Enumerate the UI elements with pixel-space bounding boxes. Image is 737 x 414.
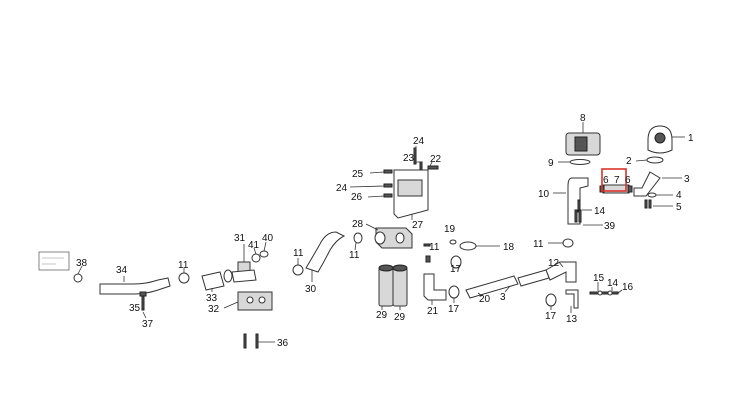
part-8-housing [565, 122, 601, 156]
callout-29-right: 29 [394, 312, 406, 323]
part-2-seal-ring [635, 156, 664, 164]
part-33-hose-segment [201, 269, 257, 292]
callout-11-right: 11 [533, 239, 544, 250]
callout-19: 19 [444, 224, 456, 235]
callout-7: 7 [614, 175, 620, 186]
part-20-long-hose [465, 269, 550, 299]
callout-11-left: 11 [178, 260, 189, 271]
part-12-elbow-hose [545, 261, 577, 283]
callout-11-center: 11 [429, 242, 440, 253]
part-15-16-bolt-set [589, 282, 623, 296]
part-28-valve-body [365, 223, 413, 249]
part-27-bracket-plate [393, 169, 429, 220]
part-6-7-connector [599, 184, 633, 194]
callout-37: 37 [142, 319, 154, 330]
callout-40: 40 [262, 233, 274, 244]
part-39-bolts [574, 209, 603, 226]
callout-5: 5 [676, 202, 682, 213]
callout-16: 16 [622, 282, 634, 293]
part-22-23-24-bolts-top [413, 146, 439, 171]
part-1-air-filter-cap [647, 125, 685, 154]
part-31-41-40-valve [237, 241, 269, 273]
callout-25: 25 [352, 169, 364, 180]
part-5-bolts [644, 199, 673, 209]
callout-13: 13 [566, 314, 578, 325]
callout-26: 26 [351, 192, 363, 203]
callout-24-left: 24 [336, 183, 348, 194]
part-21-elbow [423, 273, 447, 305]
callout-21: 21 [427, 306, 439, 317]
part-36-bolts [243, 333, 275, 349]
callout-10: 10 [538, 189, 550, 200]
part-11-clamp-a [548, 238, 574, 248]
part-17-ring-c [450, 255, 462, 269]
part-11-clamp-c [353, 232, 363, 251]
callout-17-upper: 17 [450, 264, 462, 275]
part-3-curved-hose [633, 171, 682, 197]
callout-18: 18 [503, 242, 515, 253]
callout-28: 28 [352, 219, 364, 230]
callout-32: 32 [208, 304, 220, 315]
part-17-ring-b [448, 285, 460, 303]
part-11-clamp-e [178, 268, 190, 284]
callout-8: 8 [580, 113, 586, 124]
callout-20: 20 [479, 294, 491, 305]
part-13-bracket [565, 289, 579, 313]
callout-34: 34 [116, 265, 128, 276]
part-11-clamp-d [292, 258, 304, 276]
callout-6-right: 6 [625, 175, 631, 186]
callout-33: 33 [206, 293, 218, 304]
callout-11-hose: 11 [293, 248, 304, 259]
part-4-clamp [647, 192, 673, 198]
callout-2: 2 [626, 156, 632, 167]
callout-15: 15 [593, 273, 605, 284]
highlight-box-part-7 [601, 168, 627, 192]
part-32-manifold [223, 291, 273, 311]
callout-14-upper: 14 [594, 206, 606, 217]
callout-9: 9 [548, 158, 554, 169]
callout-4: 4 [676, 190, 682, 201]
callout-22: 22 [430, 154, 442, 165]
callout-36: 36 [277, 338, 289, 349]
callout-3: 3 [684, 174, 690, 185]
part-10-elbow-pipe [553, 177, 589, 225]
part-29-filters [378, 264, 408, 310]
note-box [38, 251, 70, 271]
part-19-18-clamp [449, 239, 500, 251]
part-34-long-hose [99, 276, 171, 295]
part-30-curved-hose [305, 231, 346, 282]
callouts: 1 2 3 4 5 6 7 6 8 9 10 14 39 11 12 15 14… [76, 113, 694, 349]
callout-12: 12 [548, 258, 560, 269]
callout-3-middle: 3 [500, 292, 506, 303]
callout-24-top: 24 [413, 136, 425, 147]
callout-38: 38 [76, 258, 88, 269]
callout-39: 39 [604, 221, 616, 232]
part-17-ring-a [545, 293, 557, 310]
callout-29-left: 29 [376, 310, 388, 321]
callout-11-valve: 11 [349, 250, 360, 261]
callout-17-middle: 17 [448, 304, 460, 315]
callout-6-left: 6 [603, 175, 609, 186]
callout-23: 23 [403, 153, 415, 164]
part-9-gasket [558, 159, 591, 165]
callout-31: 31 [234, 233, 246, 244]
callout-27: 27 [412, 220, 424, 231]
part-11-clamp-b [423, 243, 431, 263]
part-35-37-bolt [139, 291, 147, 319]
callout-30: 30 [305, 284, 317, 295]
callout-41: 41 [248, 240, 260, 251]
part-38-ring [73, 265, 83, 283]
callout-14-lower: 14 [607, 278, 619, 289]
callout-35: 35 [129, 303, 141, 314]
callout-17-right: 17 [545, 311, 557, 322]
callout-1: 1 [688, 133, 694, 144]
part-25-26-24-fasteners [349, 169, 393, 198]
